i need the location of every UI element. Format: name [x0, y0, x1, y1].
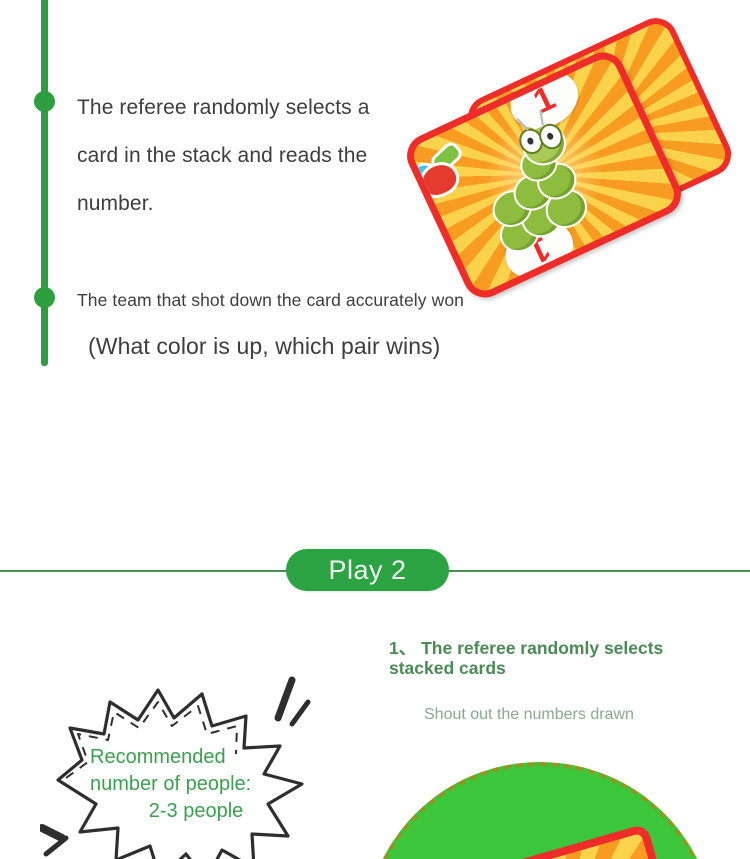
recommended-people-burst: Recommended number of people: 2-3 people	[40, 672, 320, 859]
play-2-badge: Play 2	[286, 549, 449, 591]
play2-step-heading: 1、 The referee randomly selects stacked …	[389, 638, 664, 678]
sunburst-pattern-bee-card	[409, 823, 693, 859]
bee-card-circle-illustration: 3	[364, 762, 716, 859]
timeline-dot-2	[34, 287, 55, 308]
timeline-step-1-text: The referee randomly selects a card in t…	[77, 96, 370, 215]
burst-line-1: Recommended	[90, 746, 226, 768]
burst-outline-icon	[40, 676, 311, 859]
bee-card: 3	[409, 823, 693, 859]
burst-line-2: number of people:	[90, 773, 252, 795]
timeline-section: The referee randomly selects a card in t…	[34, 0, 740, 366]
timeline-note-text: (What color is up, which pair wins)	[88, 333, 441, 359]
card-stack-illustration: 1 1	[399, 10, 740, 325]
timeline-dot-1	[34, 91, 55, 112]
burst-text-block: Recommended number of people: 2-3 people	[90, 744, 280, 825]
burst-line-3: 2-3 people	[148, 800, 244, 822]
timeline-step-2-text: The team that shot down the card accurat…	[77, 290, 464, 310]
play2-step-subtext: Shout out the numbers drawn	[424, 706, 634, 723]
section-divider: Play 2	[0, 549, 750, 600]
timeline-vertical-line	[41, 0, 48, 366]
